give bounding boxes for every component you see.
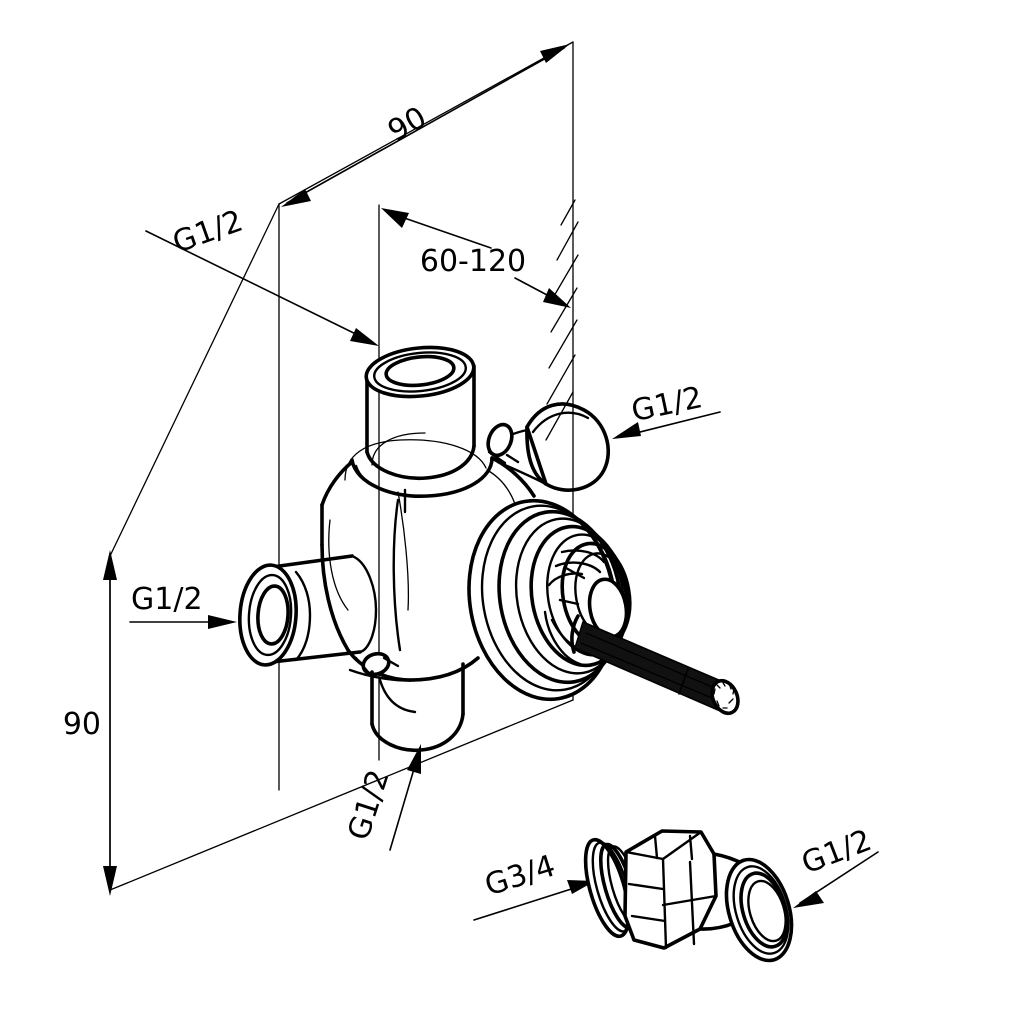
adapter-hex-nut <box>623 829 718 950</box>
dim-height-left-label: 90 <box>63 707 101 742</box>
adapter-outlet-label: G1/2 <box>797 823 876 881</box>
dim-width-top <box>281 44 570 207</box>
port-left <box>238 554 422 682</box>
port-top-label: G1/2 <box>168 204 247 261</box>
leader-port-top <box>145 230 379 346</box>
wall-plane <box>109 41 574 891</box>
dim-width-top-label: 90 <box>382 100 432 149</box>
port-top <box>350 345 494 498</box>
dim-depth-range-label: 60-120 <box>420 244 526 279</box>
leader-port-left <box>129 615 237 629</box>
port-right-label: G1/2 <box>628 380 705 429</box>
port-left-label: G1/2 <box>131 582 203 617</box>
wall-hatching <box>545 199 579 441</box>
dim-height-left <box>103 550 117 896</box>
adapter-inlet-label: G3/4 <box>481 848 560 903</box>
port-right <box>486 402 610 492</box>
dim-depth-range <box>381 208 571 308</box>
control-stem <box>570 614 740 716</box>
port-bottom-label: G1/2 <box>341 766 396 845</box>
leader-port-right <box>612 411 721 439</box>
leader-adapter-outlet <box>793 851 879 908</box>
adapter-fitting <box>583 829 794 963</box>
leader-port-bottom <box>389 744 421 851</box>
cartridge <box>467 498 632 702</box>
valve-body-assembly <box>238 345 740 753</box>
port-bottom <box>370 662 465 753</box>
